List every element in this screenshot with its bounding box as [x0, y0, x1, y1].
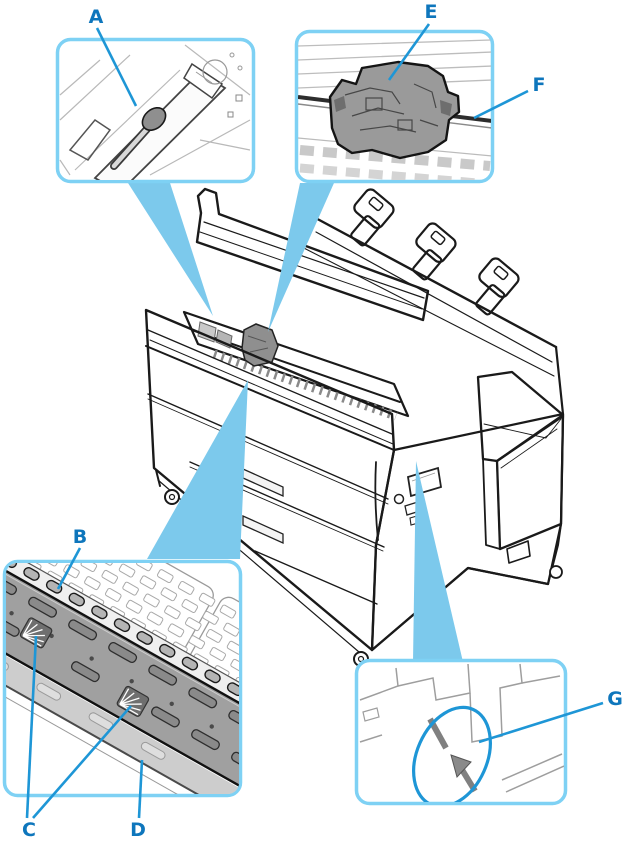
platen-highlight: [6, 563, 239, 736]
leader-line-a: [95, 27, 138, 107]
lower-slot: [140, 741, 166, 760]
square-detail: [227, 111, 234, 118]
label-c: C: [22, 819, 36, 841]
lower-edge: [6, 646, 239, 794]
dot-detail: [237, 65, 243, 71]
cleaner-stick-tip: [141, 106, 167, 132]
label-f: F: [533, 74, 546, 96]
label-d: D: [130, 819, 146, 841]
alignment-triangle-mark: [450, 754, 472, 778]
callout-box-g: [354, 658, 568, 806]
leader-line-c2: [32, 705, 132, 819]
casters: [155, 469, 563, 667]
leader-line-e: [387, 23, 431, 81]
platen-top-edge: [6, 563, 239, 734]
arm-head: [183, 62, 224, 100]
platen-slats: [212, 349, 398, 421]
wiper-arm: [93, 70, 227, 180]
carriage: [328, 60, 461, 160]
round-hole: [202, 59, 228, 85]
top-back-edge: [308, 213, 558, 349]
callout-wedge-g: [413, 461, 463, 662]
carriage-patch: [440, 100, 452, 116]
platen-slot-pattern: [6, 574, 239, 773]
leader-line-f: [473, 89, 529, 120]
output-guide-lines: [359, 663, 564, 793]
printer-illustration: [144, 187, 565, 667]
callout-wedge-bcd: [147, 380, 248, 559]
dot-detail: [229, 52, 235, 58]
top-cover-open: [195, 187, 430, 322]
platen-ribs-2: [299, 163, 491, 180]
caster-wheel: [549, 565, 563, 579]
platen-bottom-edge: [6, 622, 239, 794]
lower-slot: [6, 653, 9, 672]
drawer-seam: [254, 550, 378, 605]
carriage-small: [241, 323, 279, 367]
callout-content-bcd: [6, 563, 239, 794]
leader-line-c1: [25, 635, 38, 819]
lower-edge-2: [6, 655, 239, 794]
roll-holder-icon: [412, 222, 457, 281]
lower-slot: [36, 682, 62, 701]
power-button: [393, 493, 405, 505]
right-cap-edge: [554, 345, 565, 416]
roller-band-line: [6, 563, 239, 718]
leader-line-g: [478, 701, 604, 744]
cleaner-stick-shaft-fill: [111, 126, 150, 169]
carriage-detail: [247, 335, 269, 353]
inner-bracket: [68, 119, 112, 161]
drawer-handle: [242, 514, 284, 545]
carriage-patch: [334, 96, 346, 112]
guide-tab: [362, 707, 380, 722]
drawer-seam: [147, 393, 389, 500]
label-b: B: [73, 526, 87, 548]
vacuum-fan-hole: [19, 617, 53, 649]
square-detail: [235, 94, 243, 102]
side-pod-unit: [476, 370, 565, 585]
platen-ribs: [299, 145, 491, 171]
callout-wedge-a: [128, 183, 213, 316]
caster-hub: [168, 493, 176, 501]
feed-roller-row: [6, 563, 239, 697]
callout-wedge-e: [268, 183, 334, 332]
label-g: G: [607, 688, 623, 710]
leader-line-d: [137, 759, 144, 819]
top-back-lip: [315, 231, 553, 363]
callout-content-e: [298, 39, 491, 180]
carriage-detail: [344, 83, 439, 133]
callout-content-a: [59, 44, 251, 180]
leader-line-b: [56, 547, 82, 590]
roll-holder-icon: [475, 257, 520, 316]
printer-top-face: [146, 215, 563, 450]
callout-content-g: [359, 663, 564, 802]
label-a: A: [89, 6, 104, 28]
label-e: E: [425, 1, 438, 23]
highlight-ellipse: [412, 705, 492, 802]
caster-wheel: [164, 489, 180, 505]
